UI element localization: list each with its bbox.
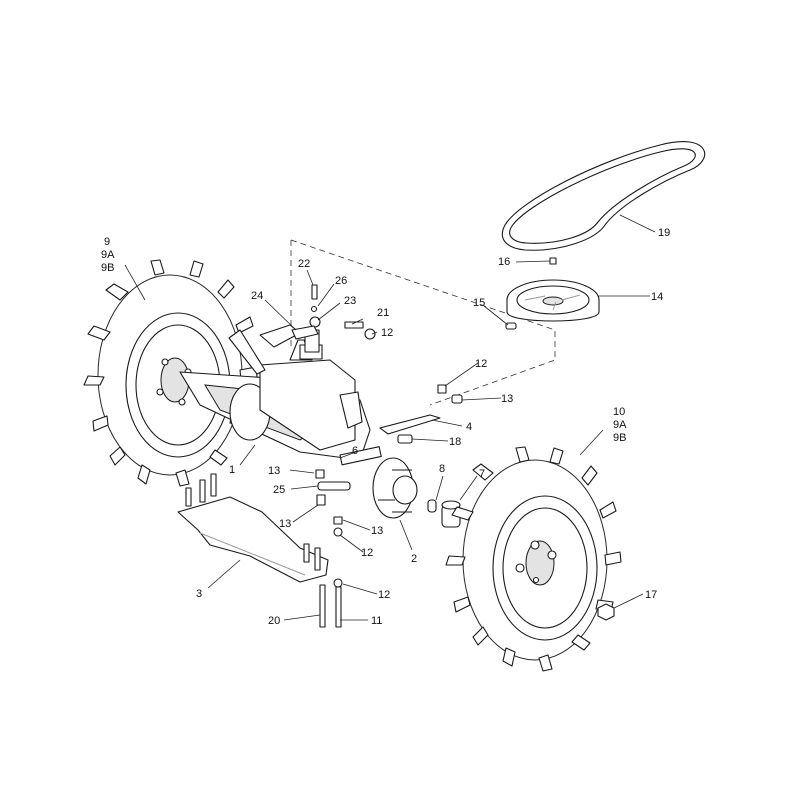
callout-18: 18 (449, 436, 461, 448)
callout-22: 22 (298, 258, 310, 270)
spring-pin (427, 499, 437, 513)
callout-11: 11 (371, 615, 382, 627)
callout-13-lower: 13 (279, 518, 291, 530)
callout-20: 20 (268, 615, 280, 627)
clamp-24 (291, 325, 319, 340)
nut-26 (310, 305, 318, 313)
bolt-22 (311, 284, 318, 300)
callout-12-upper-right: 12 (475, 358, 487, 370)
right-wheel (445, 446, 622, 672)
callout-8: 8 (439, 463, 445, 475)
callout-17: 17 (645, 589, 657, 601)
callout-16: 16 (498, 256, 510, 268)
callout-24: 24 (251, 290, 263, 302)
nut-13-upper (315, 469, 325, 479)
bolt-21 (344, 321, 364, 329)
wheel-hub (372, 457, 418, 519)
callout-4: 4 (466, 421, 472, 433)
callout-labels: 9 9A 9B 10 9A 9B 1 2 3 4 6 7 8 11 12 12 … (101, 227, 670, 627)
callout-14: 14 (651, 291, 663, 303)
spring-25 (317, 481, 351, 491)
callout-7: 7 (479, 468, 485, 480)
leader-lines (124, 214, 656, 621)
left-wheel (83, 259, 258, 487)
v-belt (501, 141, 706, 251)
set-screw (505, 322, 517, 330)
long-bolt-11 (335, 586, 342, 628)
washer-12 (364, 328, 376, 340)
drive-pulley (506, 279, 600, 322)
bracket (379, 414, 441, 435)
pulley-key (549, 257, 557, 265)
nut-13-mid (333, 516, 343, 525)
callout-10: 10 (613, 406, 625, 418)
nut-12-top (437, 384, 447, 394)
callout-9a-right: 9A (613, 419, 627, 431)
callout-13-right: 13 (501, 393, 513, 405)
callout-19: 19 (658, 227, 670, 239)
bolt-13-top (451, 394, 463, 404)
callout-12-top: 12 (381, 327, 393, 339)
transaxle (179, 324, 382, 466)
callout-26: 26 (335, 275, 347, 287)
callout-21: 21 (377, 307, 389, 319)
callout-3: 3 (196, 588, 202, 600)
callout-12-low: 12 (378, 589, 390, 601)
long-bolt-20 (319, 584, 326, 628)
nut-13-lower (316, 494, 326, 506)
callout-9a-left: 9A (101, 249, 115, 261)
callout-12-mid: 12 (361, 547, 373, 559)
washer-12-mid (333, 527, 343, 537)
callout-1: 1 (229, 464, 235, 476)
mounting-plate (177, 473, 329, 583)
callout-6: 6 (352, 445, 358, 457)
callout-15: 15 (473, 297, 485, 309)
callout-13-mid: 13 (371, 525, 383, 537)
callout-23: 23 (344, 295, 356, 307)
callout-25: 25 (273, 484, 285, 496)
callout-9b-right: 9B (613, 432, 626, 444)
washer-12-low (333, 578, 343, 588)
callout-9b-left: 9B (101, 262, 114, 274)
spacer-sleeve (441, 500, 461, 528)
callout-2: 2 (411, 553, 417, 565)
callout-9: 9 (104, 236, 110, 248)
assembly-guide-dashed (290, 239, 556, 406)
washer-23 (309, 316, 321, 328)
wheel-nut (597, 603, 615, 621)
bolt-18 (397, 434, 413, 444)
callout-13-upper: 13 (268, 465, 280, 477)
